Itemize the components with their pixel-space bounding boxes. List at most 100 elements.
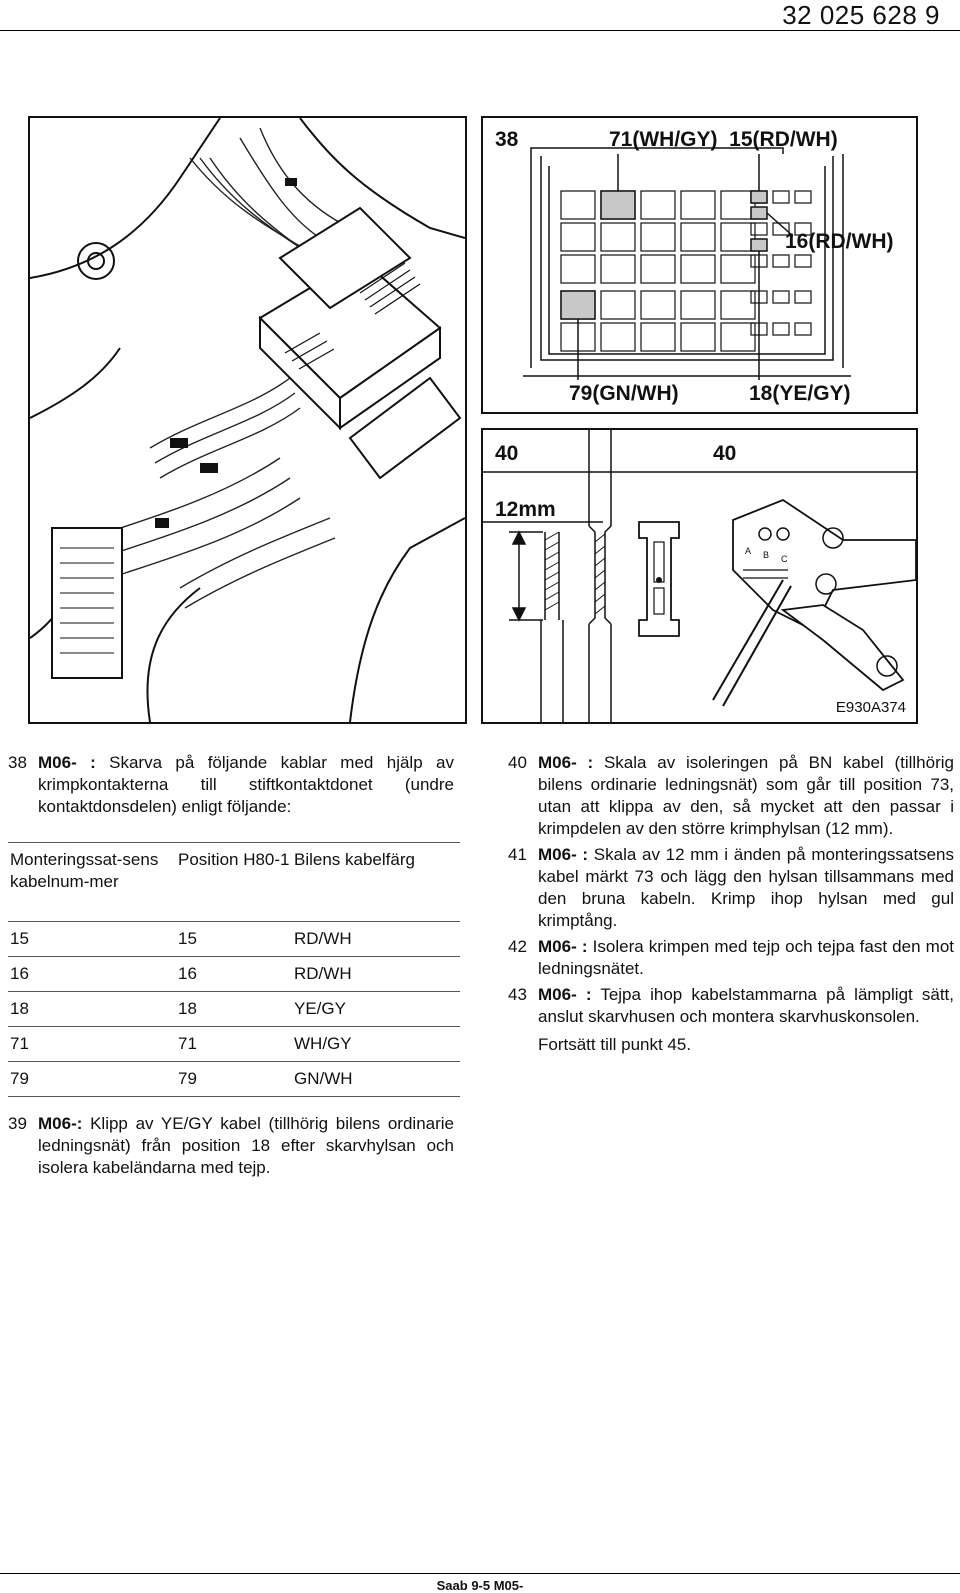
table-header-row: Monteringssat-sens kabelnum-mer Position… [8, 842, 460, 922]
connector-pin [772, 254, 790, 268]
step-code: M06- : [538, 753, 594, 772]
step-body: M06- : Skala av 12 mm i änden på monteri… [538, 844, 954, 932]
footer-rule [0, 1573, 960, 1574]
connector-pin [560, 254, 596, 284]
pin-18-highlight [750, 238, 768, 252]
connector-pin [772, 322, 790, 336]
table-cell: RD/WH [292, 921, 460, 957]
connector-pin [640, 290, 676, 320]
connector-pin [640, 190, 676, 220]
connector-pin [750, 222, 768, 236]
step-code: M06- : [538, 845, 589, 864]
table-cell: 15 [8, 921, 176, 957]
callout-40-left: 40 [495, 442, 519, 465]
pin-15-highlight [750, 190, 768, 204]
step-body: M06- : Isolera krimpen med tejp och tejp… [538, 936, 954, 980]
connector-drawing [523, 147, 851, 380]
step-number: 38 [8, 753, 27, 772]
continue-note: Fortsätt till punkt 45. [538, 1035, 692, 1054]
connector-pin [772, 190, 790, 204]
step-41: 41 M06- : Skala av 12 mm i änden på mont… [508, 844, 954, 932]
step-text: Skala av 12 mm i änden på monteringssats… [538, 845, 954, 930]
table-cell: 18 [8, 991, 176, 1027]
pin-79-highlight [560, 290, 596, 320]
step-code: M06- : [538, 937, 588, 956]
table-cell: 16 [8, 956, 176, 992]
step-number: 41 [508, 845, 527, 864]
label-pos-18: 18(YE/GY) [749, 382, 851, 405]
step-number: 43 [508, 985, 527, 1004]
step-body: M06-: Klipp av YE/GY kabel (tillhörig bi… [38, 1113, 454, 1179]
step-body: M06- : Tejpa ihop kabelstammarna på lämp… [538, 984, 954, 1028]
tool-mark-b: B [763, 550, 770, 560]
label-pos-79: 79(GN/WH) [569, 382, 679, 405]
connector-pin [720, 290, 756, 320]
connector-pin [640, 222, 676, 252]
connector-pin [720, 190, 756, 220]
wire-mapping-table: Monteringssat-sens kabelnum-mer Position… [8, 842, 460, 1097]
step-body: M06- : Skarva på följande kablar med hjä… [38, 752, 454, 818]
step-43: 43 M06- : Tejpa ihop kabelstammarna på l… [508, 984, 954, 1028]
connector-pin [680, 190, 716, 220]
connector-pin [640, 254, 676, 284]
pin-71-highlight [600, 190, 636, 220]
table-cell: 71 [8, 1026, 176, 1062]
connector-pin [720, 322, 756, 352]
connector-pin [560, 222, 596, 252]
page-reference: 32 025 628 9 [782, 0, 940, 30]
step-code: M06- : [38, 753, 96, 772]
step-text: Skala av isoleringen på BN kabel (tillhö… [538, 753, 954, 838]
connector-pin [794, 290, 812, 304]
step-body: M06- : Skala av isoleringen på BN kabel … [538, 752, 954, 840]
connector-pin [794, 222, 812, 236]
step-39: 39 M06-: Klipp av YE/GY kabel (tillhörig… [8, 1113, 454, 1179]
connector-pin [600, 254, 636, 284]
connector-pin [640, 322, 676, 352]
header-rule [0, 30, 960, 31]
table-row: 79 79 GN/WH [8, 1061, 460, 1097]
crimping-illustration: 40 40 12mm A B C E930A374 [481, 428, 918, 724]
table-cell: 71 [176, 1026, 292, 1062]
harness-drawing [29, 117, 466, 723]
connector-pin [600, 322, 636, 352]
table-row: 71 71 WH/GY [8, 1026, 460, 1062]
strip-length-label: 12mm [495, 498, 556, 521]
table-row: 15 15 RD/WH [8, 921, 460, 957]
table-row: 18 18 YE/GY [8, 991, 460, 1027]
table-cell: 16 [176, 956, 292, 992]
footer-title: Saab 9-5 M05- [436, 1578, 524, 1593]
connector-pin [680, 322, 716, 352]
connector-pin [794, 254, 812, 268]
right-steps: 40 M06- : Skala av isoleringen på BN kab… [508, 752, 954, 1056]
table-cell: 15 [176, 921, 292, 957]
connector-pin [720, 222, 756, 252]
step-text: Isolera krimpen med tejp och tejpa fast … [538, 937, 954, 978]
connector-pin [772, 290, 790, 304]
connector-pin [794, 190, 812, 204]
table-cell: 79 [8, 1061, 176, 1097]
connector-pin [680, 254, 716, 284]
table-cell: 18 [176, 991, 292, 1027]
step-number: 39 [8, 1114, 27, 1133]
harness-illustration [28, 116, 467, 724]
step-code: M06-: [38, 1114, 83, 1133]
connector-pin-diagram: 38 71(WH/GY)_15(RD/WH) 16(RD/WH) 79(GN/W… [481, 116, 918, 414]
step-number: 40 [508, 753, 527, 772]
step-number: 42 [508, 937, 527, 956]
table-header-cell: Monteringssat-sens kabelnum-mer [8, 842, 176, 922]
table-header-cell: Bilens kabelfärg [292, 842, 460, 922]
connector-pin [772, 222, 790, 236]
label-pos-16: 16(RD/WH) [785, 230, 894, 253]
step-text: Klipp av YE/GY kabel (tillhörig bilens o… [38, 1114, 454, 1177]
connector-pin [720, 254, 756, 284]
tool-mark-c: C [781, 554, 788, 564]
connector-pin [680, 290, 716, 320]
pin-16-highlight [750, 206, 768, 220]
table-cell: RD/WH [292, 956, 460, 992]
table-header-cell: Position H80-1 [176, 842, 292, 922]
table-cell: GN/WH [292, 1061, 460, 1097]
step-40: 40 M06- : Skala av isoleringen på BN kab… [508, 752, 954, 840]
step-text: Skarva på följande kablar med hjälp av k… [38, 753, 454, 816]
step-38: 38 M06- : Skarva på följande kablar med … [8, 752, 454, 818]
connector-pin [600, 290, 636, 320]
